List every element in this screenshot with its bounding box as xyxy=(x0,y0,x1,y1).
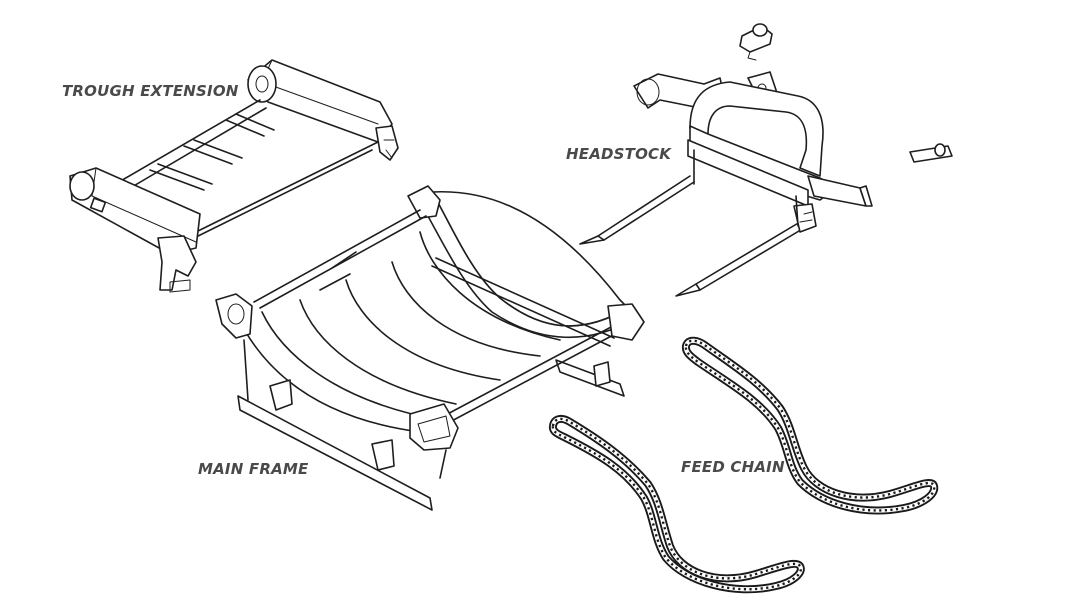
trough-extension-drawing xyxy=(69,59,399,293)
feed-chain-right xyxy=(681,336,939,515)
feed-chain-drawing xyxy=(548,336,939,594)
feed-chain-label: FEED CHAIN xyxy=(681,458,785,476)
main-frame-drawing xyxy=(215,185,645,511)
feed-chain-left xyxy=(548,414,805,594)
main-frame-label: MAIN FRAME xyxy=(198,460,309,478)
headstock-label: HEADSTOCK xyxy=(566,145,672,163)
trough-extension-label: TROUGH EXTENSION xyxy=(62,82,239,100)
headstock-drawing xyxy=(579,23,953,297)
